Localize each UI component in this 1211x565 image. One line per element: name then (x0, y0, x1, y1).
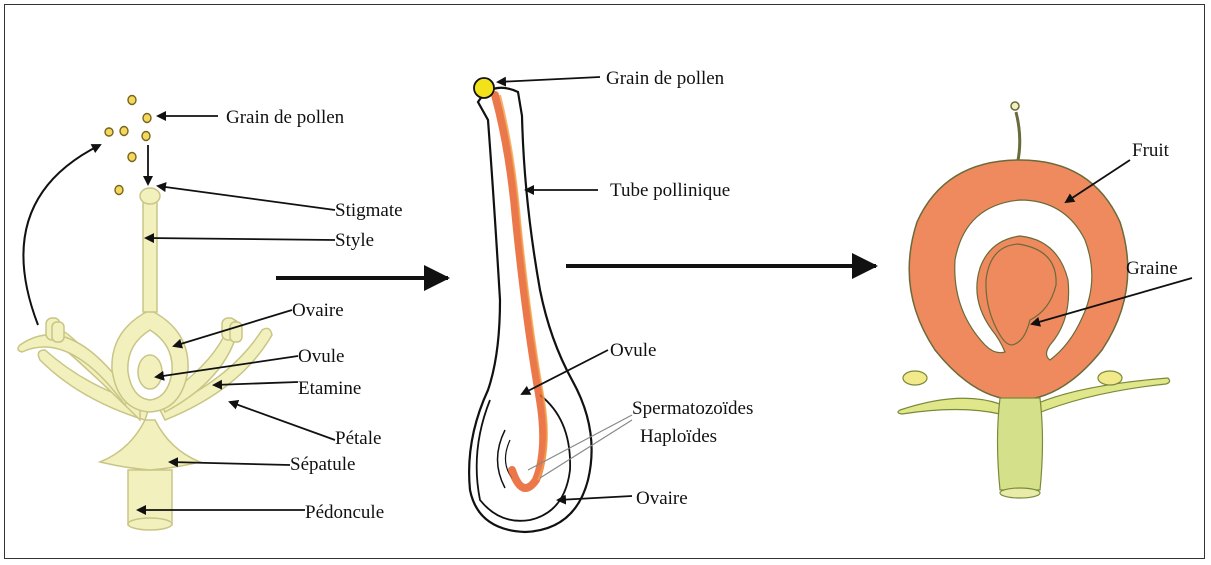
label-fruit: Fruit (1132, 140, 1170, 161)
label-sperm-1: Spermatozoïdes (632, 398, 753, 419)
label-stigma: Stigmate (335, 200, 403, 221)
label-sperm-2: Haploïdes (640, 426, 717, 447)
pollen-grains (105, 96, 151, 195)
label-petal: Pétale (335, 428, 381, 449)
pollen-transfer-arrow (23, 145, 100, 325)
label-seed: Graine (1126, 258, 1178, 279)
label-ovule-2: Ovule (610, 340, 656, 361)
label-pollen-grain-2: Grain de pollen (606, 68, 725, 89)
label-ovary-1: Ovaire (292, 300, 344, 321)
label-peduncle: Pédoncule (305, 502, 384, 523)
pistil-drawing (469, 78, 591, 532)
label-pollen-grain-1: Grain de pollen (226, 107, 345, 128)
label-sepal: Sépatule (290, 454, 355, 475)
label-style: Style (335, 230, 374, 251)
label-ovary-2: Ovaire (636, 488, 688, 509)
label-stamen: Etamine (298, 378, 361, 399)
label-pollen-tube: Tube pollinique (610, 180, 730, 201)
label-ovule-1: Ovule (298, 346, 344, 367)
